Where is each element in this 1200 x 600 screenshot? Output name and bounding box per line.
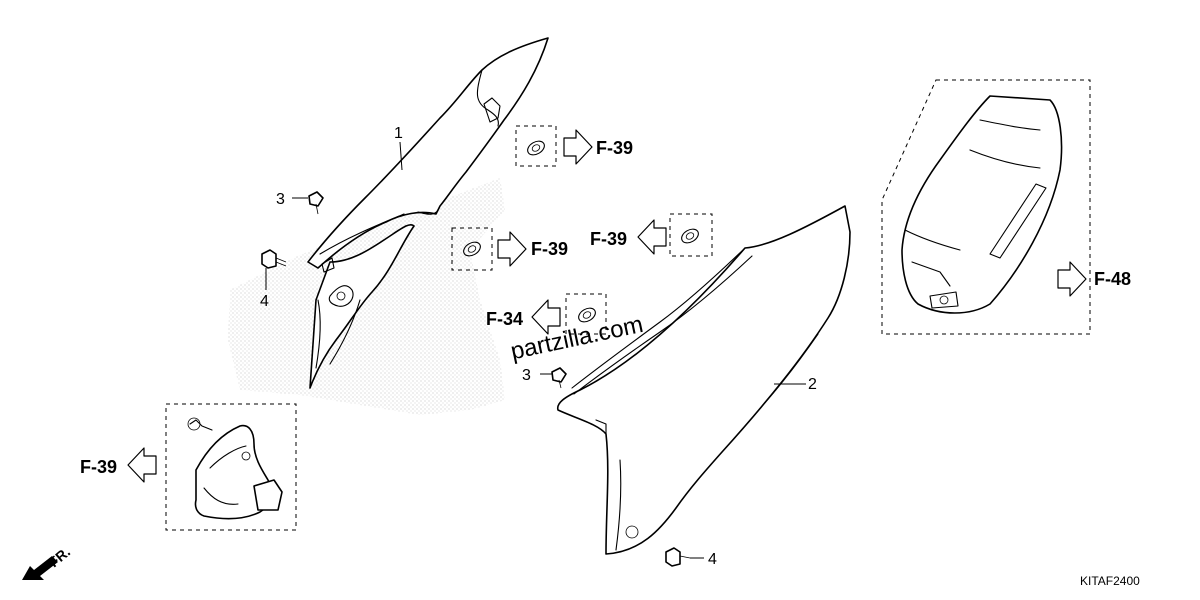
bolt-4-lower [665, 547, 691, 567]
part-1-side-cover [307, 37, 549, 389]
arrow-down-left-icon [22, 556, 58, 580]
leader-lines [265, 141, 806, 559]
diagram-code: KITAF2400 [1080, 574, 1140, 588]
callout-part-1: 1 [394, 125, 403, 142]
callout-part-4-upper: 4 [260, 293, 269, 310]
hollow-arrow-icon [637, 219, 667, 255]
reference-grommet-lower[interactable]: F-34 [486, 309, 523, 329]
screw-3-upper [308, 191, 324, 215]
watermark-text: partzilla.com [508, 311, 645, 365]
bolt-4-upper [261, 249, 287, 269]
hollow-arrow-icon [1057, 261, 1087, 297]
hollow-arrow-icon [531, 299, 561, 335]
callout-part-3-upper: 3 [276, 191, 285, 208]
reference-grommet-upper[interactable]: F-39 [596, 138, 633, 158]
grommet-middle-left [451, 227, 493, 271]
reference-grommet-middle-left[interactable]: F-39 [531, 239, 568, 259]
callout-part-2: 2 [808, 376, 817, 393]
reference-grommet-middle-right[interactable]: F-39 [590, 229, 627, 249]
hollow-arrow-icon [563, 129, 593, 165]
bracket-assembly [165, 403, 297, 531]
grommet-upper [515, 125, 557, 167]
reference-battery-box[interactable]: F-48 [1094, 269, 1131, 289]
reference-bracket-assembly[interactable]: F-39 [80, 457, 117, 477]
screw-3-lower [551, 367, 567, 389]
hollow-arrow-icon [497, 231, 527, 267]
callout-part-4-lower: 4 [708, 551, 717, 568]
callout-part-3-lower: 3 [522, 367, 531, 384]
hollow-arrow-icon [127, 447, 157, 483]
part-2-side-cover [556, 205, 851, 555]
battery-box [881, 79, 1091, 335]
grommet-middle-right [669, 213, 713, 257]
grommet-lower [565, 293, 607, 335]
